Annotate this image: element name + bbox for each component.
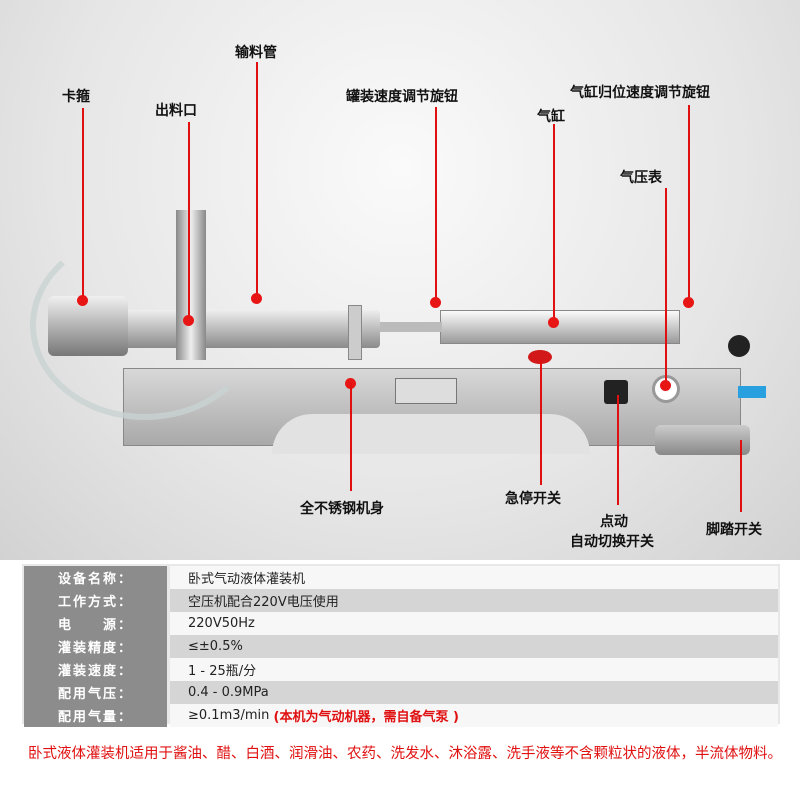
spec-value: ≤±0.5% [170, 635, 778, 658]
piston-rod [380, 322, 442, 332]
callout-cylinder: 气缸 [537, 109, 565, 125]
spec-value: 空压机配合220V电压使用 [170, 589, 778, 612]
air-fitting [738, 386, 766, 398]
flange [348, 305, 362, 360]
callout-body: 全不锈钢机身 [300, 501, 384, 517]
spec-key: 灌装精度： [24, 635, 167, 658]
spec-key: 灌装速度： [24, 658, 167, 681]
table-row: 电 源：220V50Hz [24, 612, 778, 635]
spec-value: 0.4 - 0.9MPa [170, 681, 778, 704]
knob [728, 335, 750, 357]
callout-dot [77, 295, 88, 306]
description-text: 卧式液体灌装机适用于酱油、醋、白酒、润滑油、农药、洗发水、沐浴露、洗手液等不含颗… [28, 746, 782, 762]
callout-feed-pipe: 输料管 [235, 45, 277, 61]
table-row: 灌装速度：1 - 25瓶/分 [24, 658, 778, 681]
table-row: 设备名称：卧式气动液体灌装机 [24, 566, 778, 589]
mode-switch [604, 380, 628, 404]
spec-value: 220V50Hz [170, 612, 778, 635]
table-row: 工作方式：空压机配合220V电压使用 [24, 589, 778, 612]
spec-value: 卧式气动液体灌装机 [170, 566, 778, 589]
callout-emergency-stop: 急停开关 [505, 491, 561, 507]
callout-mode-switch-2: 自动切换开关 [570, 534, 654, 550]
callout-fill-speed-knob: 罐装速度调节旋钮 [346, 89, 458, 105]
callout-foot-pedal: 脚踏开关 [706, 522, 762, 538]
callout-dot [183, 315, 194, 326]
product-photo: 卡箍 出料口 输料管 罐装速度调节旋钮 气缸 气缸归位速度调节旋钮 气压表 全不… [0, 0, 800, 560]
cylinder-tube [440, 310, 680, 344]
callout-clamp: 卡箍 [62, 89, 90, 105]
callout-dot [660, 380, 671, 391]
spec-key: 工作方式： [24, 589, 167, 612]
callout-dot [251, 293, 262, 304]
nameplate [395, 378, 457, 404]
table-row: 配用气量：≥0.1m3/min (本机为气动机器，需自备气泵 ) [24, 704, 778, 727]
spec-value-row: ≥0.1m3/min (本机为气动机器，需自备气泵 ) [170, 704, 778, 727]
spec-key: 配用气量： [24, 704, 167, 727]
callout-dot [430, 297, 441, 308]
foot-pedal [655, 425, 750, 455]
table-row: 灌装精度：≤±0.5% [24, 635, 778, 658]
emergency-stop-button [528, 350, 552, 364]
spec-key: 电 源： [24, 612, 167, 635]
callout-mode-switch-1: 点动 [600, 514, 628, 530]
table-row: 配用气压：0.4 - 0.9MPa [24, 681, 778, 704]
spec-key: 设备名称： [24, 566, 167, 589]
callout-pressure-gauge: 气压表 [620, 170, 662, 186]
callout-dot [683, 297, 694, 308]
callout-cylinder-return-knob: 气缸归位速度调节旋钮 [570, 85, 710, 101]
spec-key: 配用气压： [24, 681, 167, 704]
callout-outlet: 出料口 [155, 103, 197, 119]
spec-table: 设备名称：卧式气动液体灌装机 工作方式：空压机配合220V电压使用 电 源：22… [22, 564, 780, 727]
spec-value: 1 - 25瓶/分 [170, 658, 778, 681]
feed-pipe [30, 230, 260, 420]
spec-note: (本机为气动机器，需自备气泵 ) [273, 709, 459, 725]
spec-value: ≥0.1m3/min [188, 707, 270, 723]
callout-dot [548, 317, 559, 328]
base-arch [272, 414, 590, 454]
